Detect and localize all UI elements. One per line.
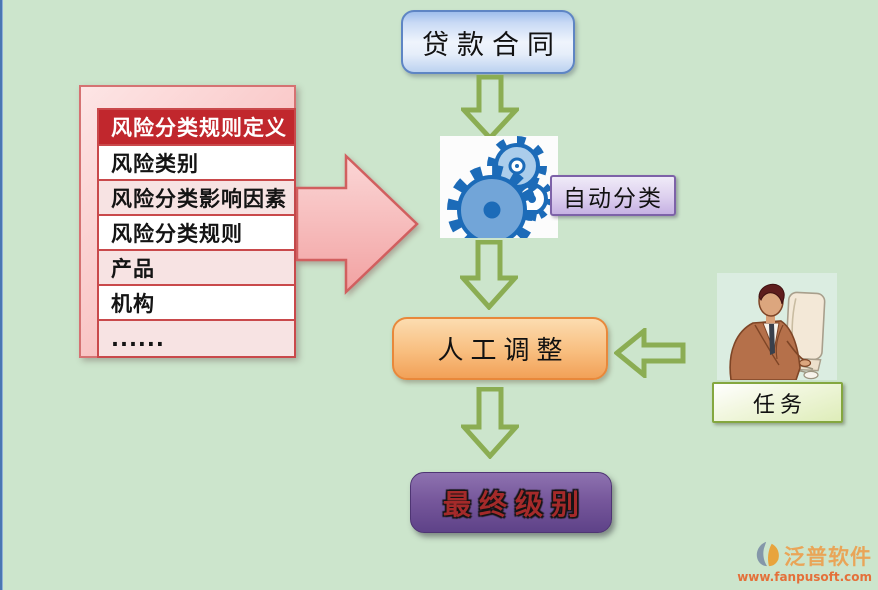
table-row: 风险类别 — [99, 146, 294, 181]
arrow-down-1 — [461, 75, 519, 141]
node-auto-classify: 自动分类 — [550, 175, 676, 216]
node-final-level: 最终级别 — [410, 472, 612, 533]
gears-icon — [440, 136, 558, 255]
fanpu-logo-icon — [754, 540, 782, 572]
node-loan-contract-label: 贷款合同 — [422, 29, 562, 61]
arrow-down-2 — [460, 240, 518, 310]
node-final-level-label: 最终级别 — [442, 487, 587, 521]
watermark-brand: 泛普软件 — [784, 545, 872, 569]
rules-table: 风险分类规则定义 风险类别 风险分类影响因素 风险分类规则 产品 机构 ....… — [97, 108, 296, 358]
table-row: 机构 — [99, 286, 294, 321]
table-row: ...... — [99, 321, 294, 356]
table-row: 风险分类规则 — [99, 216, 294, 251]
table-row: 产品 — [99, 251, 294, 286]
watermark: 泛普软件 www.fanpusoft.com — [737, 540, 872, 584]
node-manual-adjust-label: 人工调整 — [437, 336, 570, 366]
arrow-down-3 — [461, 387, 519, 459]
pink-right-arrow — [296, 151, 420, 297]
node-task-label: 任务 — [752, 392, 807, 418]
watermark-url: www.fanpusoft.com — [737, 570, 872, 584]
table-row: 风险分类影响因素 — [99, 181, 294, 216]
person-at-computer-illustration — [717, 273, 837, 381]
node-task: 任务 — [712, 382, 843, 423]
left-edge-line — [0, 0, 3, 590]
rules-table-header: 风险分类规则定义 — [99, 110, 294, 146]
node-auto-classify-label: 自动分类 — [563, 185, 663, 212]
arrow-left — [614, 328, 686, 378]
rules-table-panel: 风险分类规则定义 风险类别 风险分类影响因素 风险分类规则 产品 机构 ....… — [79, 85, 296, 358]
node-manual-adjust: 人工调整 — [392, 317, 608, 380]
node-loan-contract: 贷款合同 — [401, 10, 575, 74]
